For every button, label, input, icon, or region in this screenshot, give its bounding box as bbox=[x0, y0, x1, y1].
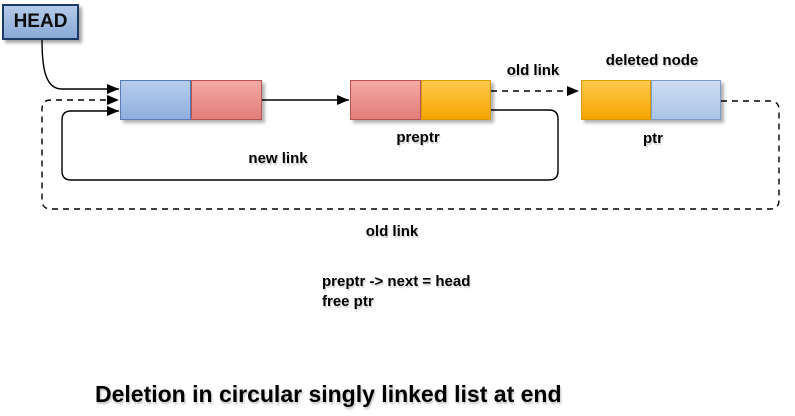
preptr-node bbox=[350, 80, 491, 120]
deleted-node-next-cell bbox=[651, 80, 721, 120]
first-node-next-cell bbox=[191, 80, 262, 120]
old-link-bottom-label: old link bbox=[365, 223, 419, 240]
old-link-top-label: old link bbox=[506, 62, 560, 79]
preptr-node-next-cell bbox=[420, 80, 491, 120]
first-node-data-cell bbox=[120, 80, 191, 120]
deleted-node-label: deleted node bbox=[605, 52, 699, 69]
new-link-label: new link bbox=[248, 150, 308, 167]
pseudocode-block: preptr -> next = head free ptr bbox=[322, 272, 470, 312]
deleted-node bbox=[581, 80, 721, 120]
pseudocode-line-2: free ptr bbox=[322, 293, 374, 310]
deleted-node-data-cell bbox=[581, 80, 651, 120]
first-node bbox=[120, 80, 262, 120]
head-box: HEAD bbox=[2, 4, 79, 40]
head-label: HEAD bbox=[13, 11, 68, 32]
ptr-label: ptr bbox=[643, 130, 663, 147]
old-link-wrap-line bbox=[41, 95, 780, 210]
new-link-wrap-line bbox=[61, 106, 559, 181]
preptr-label: preptr bbox=[396, 129, 440, 146]
diagram-title: Deletion in circular singly linked list … bbox=[95, 381, 562, 407]
preptr-node-data-cell bbox=[350, 80, 421, 120]
pseudocode-line-1: preptr -> next = head bbox=[322, 273, 471, 290]
head-pointer-line bbox=[41, 39, 119, 94]
